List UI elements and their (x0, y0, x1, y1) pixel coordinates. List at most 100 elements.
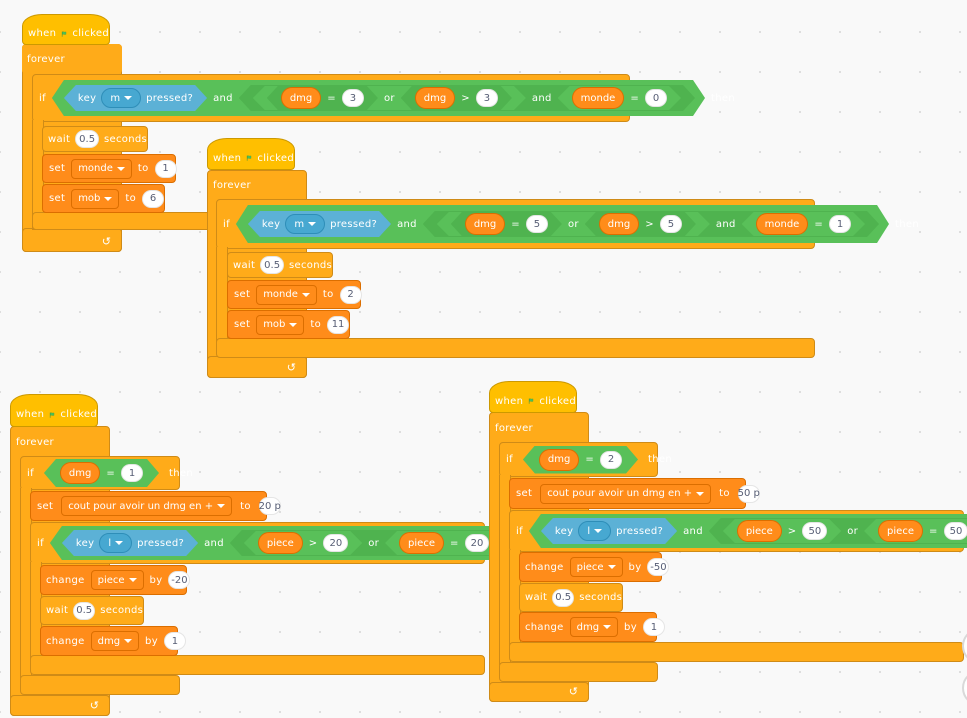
variable-dropdown[interactable]: cout pour avoir un dmg en + (61, 496, 233, 516)
when-flag-clicked-hat[interactable]: when clicked (10, 394, 98, 427)
greater-operator[interactable]: dmg > 5 (585, 211, 696, 237)
key-pressed-sensing[interactable]: key l pressed? (62, 530, 198, 556)
seconds-input[interactable]: 0.5 (73, 601, 96, 620)
seconds-input[interactable]: 0.5 (75, 130, 100, 148)
greater-operator[interactable]: piece > 50 (723, 519, 841, 543)
value-input[interactable]: 5 (526, 215, 548, 233)
key-dropdown[interactable]: l (578, 521, 611, 541)
equals-operator[interactable]: monde = 0 (558, 86, 681, 110)
or-operator[interactable]: dmg = 5 or dmg > 5 (437, 212, 710, 236)
value-input[interactable]: 50 (802, 522, 827, 540)
equals-operator[interactable]: piece = 50 (864, 519, 967, 543)
equals-operator[interactable]: monde = 1 (742, 212, 865, 236)
or-operator[interactable]: piece > 50 or piece = 50 (709, 518, 967, 544)
variable-dmg[interactable]: dmg (539, 449, 579, 471)
or-operator[interactable]: piece > 20 or piece = 20 (230, 530, 518, 556)
variable-dmg[interactable]: dmg (415, 87, 455, 109)
if-block[interactable]: if dmg = 1 then (20, 456, 193, 490)
if-block[interactable]: if key l pressed? and piece > 20 or p (30, 522, 557, 564)
and-operator[interactable]: key l pressed? and piece > 20 or piece = (50, 526, 528, 560)
and-operator-inner[interactable]: dmg = 3 or dmg > 3 and monde (239, 85, 695, 111)
or-operator[interactable]: dmg = 3 or dmg > 3 (253, 86, 526, 110)
and-operator[interactable]: key m pressed? and dmg = 3 or dmg (52, 80, 705, 116)
variable-dropdown[interactable]: cout pour avoir un dmg en + (540, 483, 712, 504)
variable-monde[interactable]: monde (572, 87, 625, 109)
variable-monde[interactable]: monde (756, 213, 809, 235)
variable-dmg[interactable]: dmg (599, 213, 639, 235)
equals-operator[interactable]: dmg = 1 (44, 459, 159, 487)
variable-piece[interactable]: piece (737, 520, 782, 542)
value-input[interactable]: 6 (142, 189, 165, 208)
variable-dropdown[interactable]: monde (71, 158, 132, 179)
when-flag-clicked-hat[interactable]: when clicked (207, 138, 295, 170)
key-pressed-sensing[interactable]: key m pressed? (64, 85, 207, 111)
variable-piece[interactable]: piece (878, 520, 923, 542)
value-input[interactable]: 5 (660, 215, 682, 233)
value-input[interactable]: 1 (642, 618, 665, 636)
equals-operator[interactable]: dmg = 5 (451, 211, 562, 237)
equals-operator[interactable]: piece = 20 (385, 531, 503, 555)
value-input[interactable]: 0 (645, 89, 667, 107)
value-input[interactable]: 50 p (738, 484, 760, 503)
seconds-input[interactable]: 0.5 (552, 588, 575, 607)
value-input[interactable]: 1 (163, 632, 186, 650)
variable-dropdown[interactable]: dmg (90, 631, 140, 651)
variable-dropdown[interactable]: piece (569, 557, 623, 577)
key-dropdown[interactable]: m (101, 88, 141, 108)
variable-piece[interactable]: piece (258, 532, 303, 554)
value-input[interactable]: 20 (465, 534, 490, 552)
value-input[interactable]: 1 (154, 159, 177, 178)
value-input[interactable]: 2 (600, 451, 622, 469)
greater-operator[interactable]: dmg > 3 (401, 85, 512, 111)
equals-operator[interactable]: dmg = 3 (267, 85, 378, 111)
variable-dropdown[interactable]: mob (256, 314, 305, 335)
if-block[interactable]: if key m pressed? and dmg = 5 or (216, 199, 919, 249)
key-dropdown[interactable]: m (285, 214, 325, 234)
greater-operator[interactable]: piece > 20 (244, 531, 362, 555)
value-input[interactable]: 1 (829, 215, 851, 233)
and-operator[interactable]: key m pressed? and dmg = 5 or dmg (236, 205, 889, 243)
key-pressed-sensing[interactable]: key l pressed? (541, 518, 677, 544)
variable-dropdown[interactable]: dmg (569, 617, 619, 637)
and-operator[interactable]: key l pressed? and piece > 50 or piece = (529, 514, 967, 548)
if-block[interactable]: if key l pressed? and piece > 50 or p (509, 510, 964, 552)
key-pressed-sensing[interactable]: key m pressed? (248, 211, 391, 237)
seconds-input[interactable]: 0.5 (260, 256, 285, 274)
and-operator-inner[interactable]: dmg = 5 or dmg > 5 and monde (423, 211, 879, 237)
variable-dropdown[interactable]: mob (71, 188, 120, 209)
variable-dropdown[interactable]: piece (90, 570, 144, 590)
zoom-out-button[interactable] (962, 670, 967, 706)
value-input[interactable]: 20 (323, 534, 348, 552)
key-dropdown[interactable]: l (99, 533, 132, 553)
value-input[interactable]: 50 (944, 522, 967, 540)
value-input[interactable]: -50 (647, 558, 670, 576)
value-input[interactable]: 11 (327, 315, 350, 334)
value-input[interactable]: 3 (342, 89, 364, 107)
when-flag-clicked-hat[interactable]: when clicked (22, 14, 110, 45)
when-flag-clicked-hat[interactable]: when clicked (489, 381, 577, 413)
if-block[interactable]: if dmg = 2 then (499, 442, 672, 477)
variable-dropdown[interactable]: monde (256, 284, 317, 305)
equals-operator[interactable]: dmg = 2 (523, 446, 638, 474)
variable-piece[interactable]: piece (399, 532, 444, 554)
value-input[interactable]: 2 (339, 285, 362, 304)
value-input[interactable]: 20 p (259, 497, 281, 515)
variable-dmg[interactable]: dmg (465, 213, 505, 235)
variable-dmg[interactable]: dmg (281, 87, 321, 109)
value-input[interactable]: -20 (168, 571, 191, 589)
value-input[interactable]: 3 (476, 89, 498, 107)
variable-dmg[interactable]: dmg (60, 462, 100, 484)
